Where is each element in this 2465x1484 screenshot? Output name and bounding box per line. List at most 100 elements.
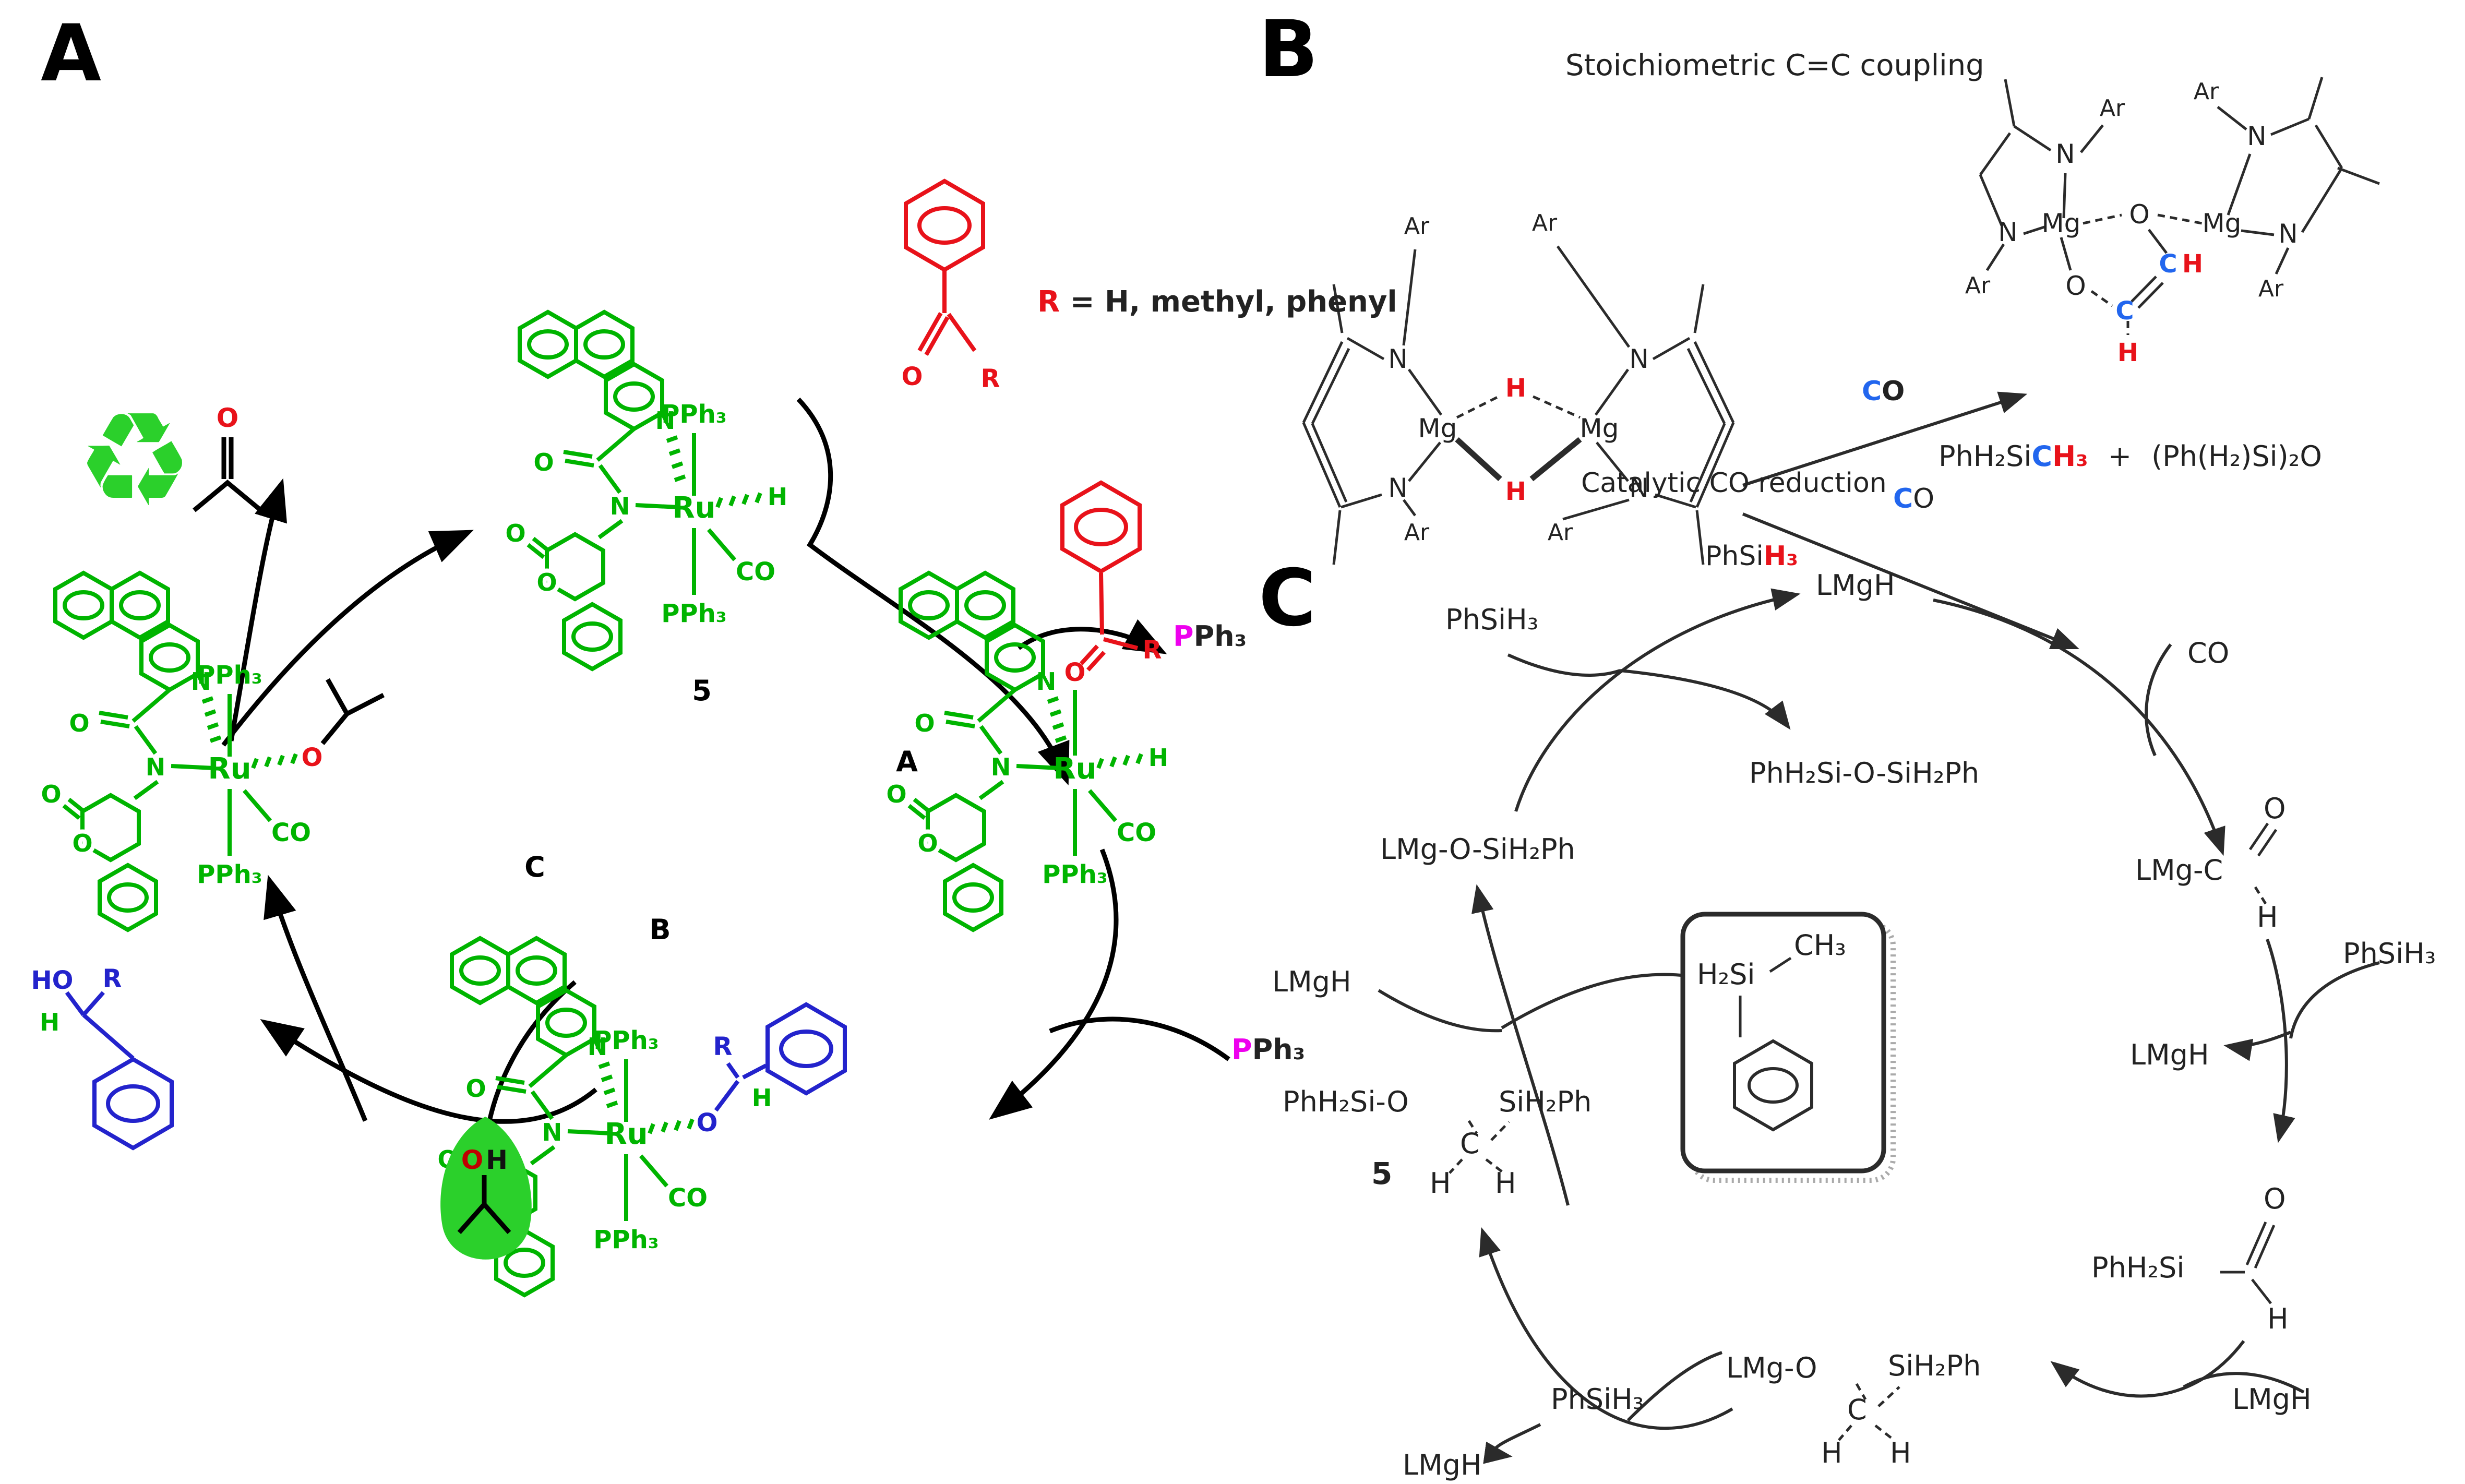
- dimer-ar: Ar: [1404, 519, 1430, 546]
- dimer-mg2: Mg: [1580, 413, 1619, 444]
- product-mg1: Mg: [2042, 208, 2081, 238]
- pph3-top-p: P: [1173, 620, 1194, 653]
- isopropanol-h: H: [486, 1145, 508, 1175]
- co-lower-o: O: [1913, 483, 1935, 514]
- c-product5-h2: H: [1495, 1167, 1516, 1200]
- mg-enediolate-product: Mg Mg O O C H C H N N N N Ar Ar Ar Ar: [1965, 77, 2380, 367]
- product-n: N: [2247, 121, 2266, 151]
- pph3-release-top: PPh₃: [1173, 621, 1247, 652]
- c-formyl-h: H: [2257, 901, 2278, 934]
- c-adduct-right: SiH₂Ph: [1888, 1349, 1981, 1382]
- c-siloxide: LMg-O-SiH₂Ph: [1380, 833, 1575, 866]
- co-lower: CO: [1893, 484, 1934, 514]
- dimer-n: N: [1629, 473, 1648, 503]
- complexB-r: R: [713, 1032, 733, 1061]
- c-lmgh-left: LMgH: [1272, 965, 1351, 998]
- product-h2: H: [2117, 338, 2138, 367]
- c-formyl-main: LMg-C: [2135, 854, 2223, 887]
- c-adduct-left: LMg-O: [1726, 1351, 1817, 1384]
- alcohol-r: R: [103, 964, 122, 994]
- product-ar: Ar: [1965, 272, 1991, 299]
- complexB-label: B: [649, 913, 671, 946]
- alcohol-h: H: [40, 1008, 60, 1036]
- dimer-ar: Ar: [1404, 213, 1430, 240]
- recycle-icon: ♻: [76, 384, 193, 536]
- c-phsih3-top: PhSiH₃: [1445, 603, 1539, 636]
- alcohol-product: HO R H: [31, 964, 172, 1148]
- c-box-h2si: H₂Si: [1697, 958, 1755, 991]
- complex5-number: 5: [692, 674, 712, 707]
- product-ar: Ar: [2194, 78, 2219, 105]
- product-ar: Ar: [2258, 276, 2284, 302]
- products-c: C: [2031, 440, 2052, 473]
- product-ar: Ar: [2100, 95, 2125, 122]
- pph3-bottom-p: P: [1231, 1033, 1252, 1066]
- c-product5-h1: H: [1430, 1167, 1451, 1200]
- complexB-pph3-top: PPh₃: [593, 1026, 659, 1055]
- product-box: [1680, 912, 1896, 1183]
- complexB-h: H: [752, 1084, 772, 1112]
- complex-b: PPh₃ O R H B: [437, 913, 845, 1295]
- complexA-hydride: H: [1148, 744, 1169, 772]
- c-box-ch3: CH₃: [1794, 929, 1846, 962]
- complexB-o: O: [697, 1108, 718, 1138]
- products-h3: H₃: [2052, 440, 2088, 473]
- dimer-ar: Ar: [1532, 210, 1558, 236]
- ketone-substrate: O R: [902, 181, 1000, 393]
- phsih3-black: PhSi: [1705, 541, 1764, 572]
- co-upper-c: C: [1862, 376, 1882, 407]
- r-definition-rest: = H, methyl, phenyl: [1060, 285, 1397, 319]
- c-phsih3-bottom: PhSiH₃: [1551, 1383, 1644, 1416]
- c-co: CO: [2187, 637, 2230, 669]
- complexC-pph3-top: PPh₃: [197, 661, 262, 690]
- isopropanol-o: O: [461, 1145, 484, 1175]
- c-disiloxane: PhH₂Si-O-SiH₂Ph: [1749, 757, 1980, 789]
- dimer-n: N: [1388, 344, 1407, 374]
- product-mg2: Mg: [2203, 208, 2242, 238]
- complex5-hydride: H: [768, 483, 788, 511]
- complex-a: O R H A: [886, 483, 1168, 930]
- ketone-o: O: [902, 362, 923, 391]
- complex5-pph3-top: PPh₃: [661, 400, 727, 429]
- pph3-bottom-rest: Ph₃: [1252, 1033, 1306, 1066]
- complexA-label: A: [896, 745, 918, 778]
- complex-c: PPh₃ O C: [41, 573, 545, 930]
- complexC-label: C: [524, 851, 545, 883]
- c-product5-right: SiH₂Ph: [1499, 1085, 1592, 1118]
- c-adduct-h1: H: [1821, 1437, 1842, 1469]
- complex-5: PPh₃ H 5: [505, 312, 787, 707]
- c-product5-number: 5: [1371, 1156, 1393, 1191]
- c-lmgh-right: LMgH: [2130, 1038, 2209, 1071]
- product-h1: H: [2182, 249, 2203, 279]
- c-lmgh-top: LMgH: [1816, 569, 1895, 602]
- panel-a-label: A: [41, 8, 102, 99]
- products-plus: +: [2108, 440, 2132, 473]
- product-n: N: [1998, 217, 2017, 247]
- mg-dimer: Mg Mg H H N N N N Ar Ar Ar Ar: [1302, 210, 1735, 565]
- co-upper-o: O: [1882, 376, 1905, 407]
- c-lmgh-bottom: LMgH: [1403, 1449, 1482, 1481]
- c-lmgh-far-right: LMgH: [2232, 1383, 2312, 1416]
- r-definition-r: R: [1037, 285, 1060, 319]
- panel-b-caption: Catalytic CO reduction: [1581, 468, 1887, 499]
- c-adduct-c: C: [1847, 1393, 1867, 1426]
- silane-products: PhH₂SiCH₃+(Ph(H₂)Si)₂O: [1939, 441, 2322, 472]
- product-o-low: O: [2065, 271, 2086, 301]
- co-upper: CO: [1862, 376, 1905, 407]
- cycle-arrows-c: [1378, 588, 2380, 1464]
- r-definition: R = H, methyl, phenyl: [1037, 286, 1397, 318]
- dimer-h-bottom: H: [1505, 477, 1526, 506]
- c-product5-left: PhH₂Si-O: [1283, 1085, 1409, 1118]
- panel-b-label: B: [1259, 4, 1319, 95]
- dimer-n: N: [1388, 473, 1407, 503]
- cycle-arrows-a: [221, 397, 1230, 1124]
- panel-b-title: Stoichiometric C=C coupling: [1565, 49, 1984, 82]
- product-c1: C: [2159, 249, 2177, 279]
- dimer-h-top: H: [1505, 374, 1526, 403]
- pph3-release-bottom: PPh₃: [1231, 1034, 1305, 1065]
- dimer-ar: Ar: [1548, 519, 1573, 546]
- product-n: N: [2278, 219, 2298, 249]
- products-p1: PhH₂Si: [1939, 440, 2032, 473]
